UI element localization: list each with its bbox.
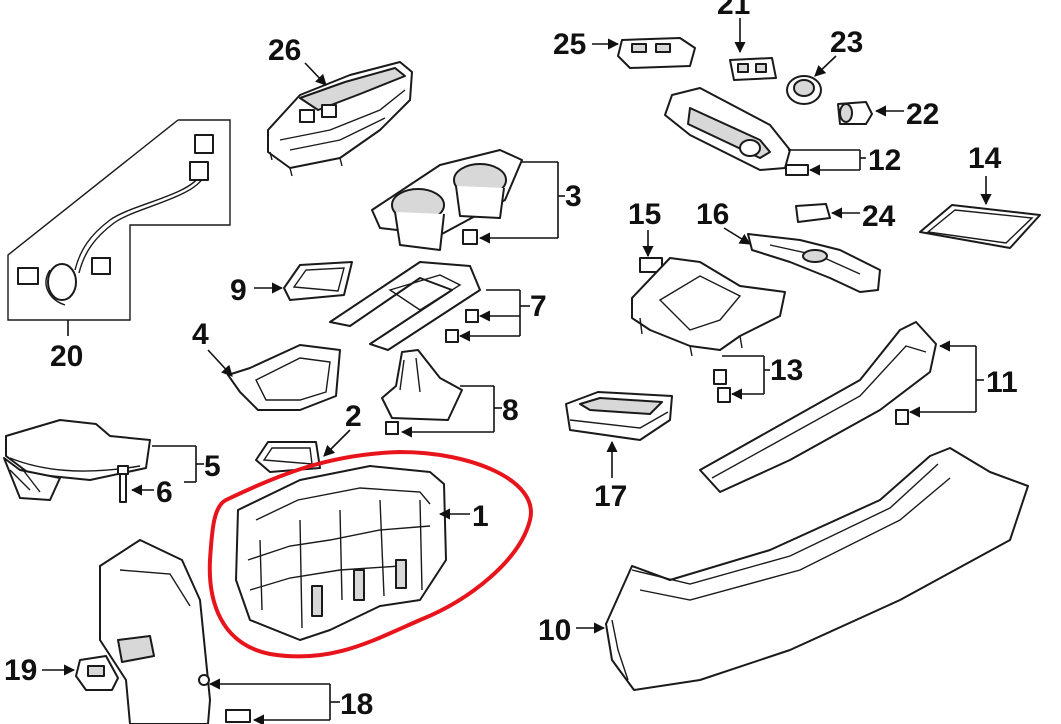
callout-number-3: 3 <box>565 180 582 213</box>
part-26-shifter-module[interactable] <box>267 61 413 177</box>
callout-7: 7 <box>458 289 547 342</box>
part-10-side-panel[interactable] <box>605 447 1029 691</box>
callout-10: 10 <box>538 614 606 647</box>
part-16-bracket[interactable] <box>747 233 881 293</box>
callout-12: 12 <box>788 144 901 177</box>
part-5-armrest-lid[interactable] <box>3 419 151 501</box>
part-9-tray[interactable] <box>283 261 353 301</box>
part-3-cup-holder[interactable] <box>371 149 523 251</box>
callout-number-16: 16 <box>696 198 729 231</box>
callout-number-13: 13 <box>770 354 803 387</box>
part-14-mat[interactable] <box>919 204 1041 249</box>
callout-number-5: 5 <box>204 450 221 483</box>
callout-number-23: 23 <box>830 26 863 59</box>
callout-17: 17 <box>594 440 627 513</box>
callout-11: 11 <box>908 340 1018 418</box>
callout-number-18: 18 <box>340 688 373 721</box>
callout-number-4: 4 <box>192 318 209 351</box>
part-13-console-bracket[interactable] <box>631 257 786 403</box>
part-25-switch[interactable] <box>617 37 696 69</box>
callout-number-24: 24 <box>862 200 896 233</box>
callout-number-7: 7 <box>530 290 547 323</box>
rear-end-panel[interactable] <box>99 539 251 724</box>
part-21-switch[interactable] <box>729 57 777 81</box>
part-23-knob[interactable] <box>786 75 822 105</box>
part-24-connector[interactable] <box>795 203 831 223</box>
part-12-control-panel[interactable] <box>664 87 809 176</box>
part-22-socket[interactable] <box>837 101 873 125</box>
part-6-screw[interactable] <box>117 465 129 503</box>
part-17-module[interactable] <box>565 391 673 441</box>
callout-number-17: 17 <box>594 480 627 513</box>
callout-24: 24 <box>830 200 896 233</box>
callout-16: 16 <box>696 198 751 245</box>
callout-number-26: 26 <box>268 34 301 67</box>
callout-number-14: 14 <box>968 142 1002 175</box>
part-8-shift-boot[interactable] <box>381 349 463 435</box>
callout-9: 9 <box>230 274 284 307</box>
callout-25: 25 <box>553 28 620 61</box>
callout-5: 5 <box>152 445 221 483</box>
callout-number-20: 20 <box>50 340 83 373</box>
callout-number-22: 22 <box>906 98 939 131</box>
part-11-side-trim[interactable] <box>699 321 937 493</box>
callout-2: 2 <box>323 400 362 457</box>
callout-1: 1 <box>438 500 489 533</box>
callout-number-6: 6 <box>156 476 173 509</box>
callout-number-8: 8 <box>502 394 519 427</box>
callout-number-15: 15 <box>628 198 661 231</box>
callout-20: 20 <box>50 320 83 373</box>
part-2-mat[interactable] <box>255 441 321 473</box>
callout-number-25: 25 <box>553 28 586 61</box>
callout-26: 26 <box>268 34 327 86</box>
callout-8: 8 <box>400 385 519 438</box>
callout-number-19: 19 <box>4 654 37 687</box>
part-4-storage-bin[interactable] <box>227 344 341 411</box>
callout-number-21: 21 <box>717 0 750 21</box>
highlight-outline-part-1 <box>207 449 533 659</box>
callout-18: 18 <box>208 678 373 724</box>
part-19-clip[interactable] <box>75 655 119 691</box>
callout-3: 3 <box>478 161 582 244</box>
callout-15: 15 <box>628 198 661 258</box>
callout-number-11: 11 <box>986 366 1018 399</box>
callout-19: 19 <box>4 654 76 687</box>
callout-number-12: 12 <box>868 144 901 177</box>
callout-number-10: 10 <box>538 614 571 647</box>
callout-4: 4 <box>192 318 233 377</box>
callout-14: 14 <box>968 142 1002 206</box>
callout-number-2: 2 <box>345 400 362 433</box>
callout-21: 21 <box>717 0 750 54</box>
part-7-trim-bezel[interactable] <box>329 261 481 351</box>
callout-23: 23 <box>814 26 863 77</box>
part-1-console-frame[interactable] <box>235 465 447 641</box>
callout-6: 6 <box>130 476 173 509</box>
callout-number-9: 9 <box>230 274 247 307</box>
part-20-wire-harness[interactable] <box>7 119 231 321</box>
callout-22: 22 <box>874 98 939 131</box>
callout-13: 13 <box>722 354 803 400</box>
callout-number-1: 1 <box>472 500 489 533</box>
